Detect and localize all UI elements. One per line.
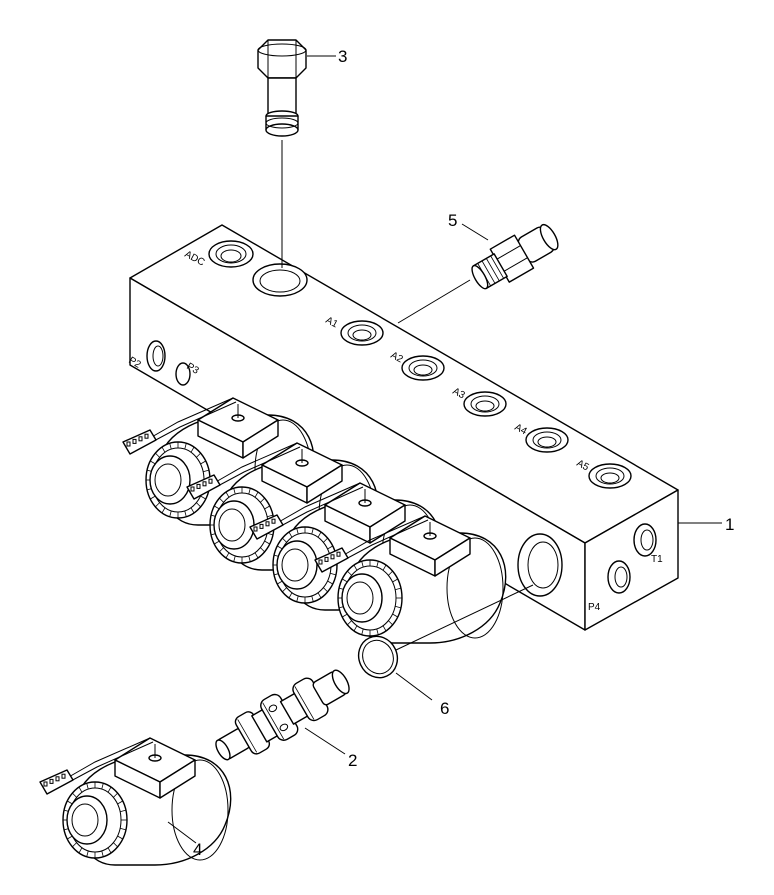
port-a5 [588, 463, 632, 489]
callout-6: 6 [440, 699, 449, 718]
connector-plug [186, 474, 221, 500]
mounted-solenoid-stack [122, 397, 507, 644]
port-label-a1: A1 [324, 315, 340, 331]
valve-spool [215, 669, 350, 761]
port-label-p3: P3 [185, 361, 201, 377]
leader-4 [167, 821, 197, 844]
port-label-a5: A5 [575, 458, 591, 474]
port-p3 [175, 362, 191, 386]
callout-5: 5 [448, 211, 457, 230]
port-a1 [340, 320, 384, 346]
port-adc [208, 240, 254, 268]
callout-4: 4 [193, 840, 202, 859]
manifold-end-face [584, 489, 679, 631]
callout-numbers: 3 5 1 6 2 4 [193, 47, 734, 859]
banjo-bolt [257, 39, 307, 137]
exploded-solenoid-coil [39, 737, 232, 866]
solenoid-valve-4 [314, 515, 507, 644]
leader-lines [167, 55, 722, 844]
port-label-p4: P4 [588, 602, 601, 613]
connector-plug [314, 547, 349, 573]
callout-2: 2 [348, 751, 357, 770]
leader-6 [395, 672, 433, 701]
bolt-hex-head [257, 39, 307, 79]
manifold-block: ADC A1 A2 A3 A4 A5 P2 P3 P4 T1 [127, 224, 679, 631]
connector-plug [122, 429, 157, 455]
leader-6-axis [395, 584, 534, 651]
connector-plug [39, 769, 74, 795]
leader-5-axis [397, 279, 471, 324]
port-label-a4: A4 [513, 422, 529, 438]
solenoid-valve-5 [39, 737, 232, 866]
port-label-a3: A3 [451, 386, 467, 402]
port-a4 [525, 427, 569, 453]
port-t1 [633, 523, 657, 557]
port-label-t1: T1 [651, 554, 663, 565]
leader-2 [304, 727, 346, 755]
callout-1: 1 [725, 515, 734, 534]
port-p1-large [517, 533, 563, 597]
port-label-p2: P2 [127, 355, 143, 371]
port-p4 [607, 560, 631, 594]
port-a2 [401, 355, 445, 381]
callout-3: 3 [338, 47, 347, 66]
leader-5 [461, 223, 489, 241]
port-label-a2: A2 [389, 350, 405, 366]
port-p2 [146, 340, 166, 372]
hydraulic-fitting [471, 223, 559, 290]
port-a3 [463, 391, 507, 417]
o-ring [357, 635, 399, 679]
connector-plug [249, 514, 284, 540]
port-bolt-hole [252, 263, 308, 297]
